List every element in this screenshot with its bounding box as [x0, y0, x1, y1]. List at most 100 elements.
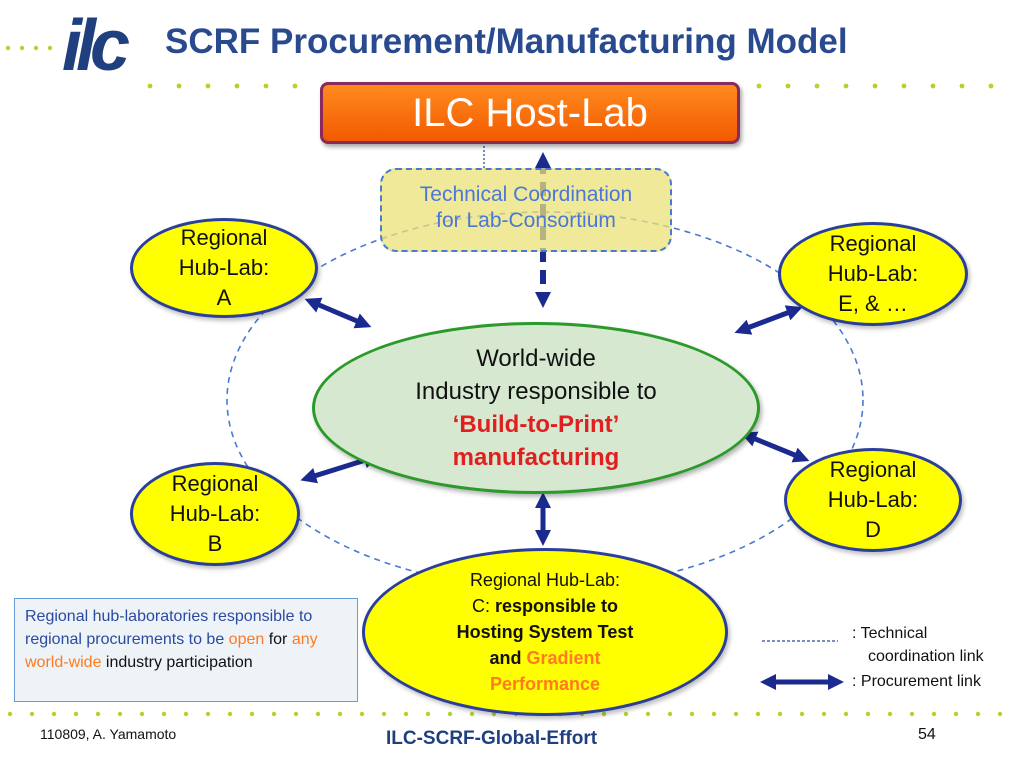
hub-b-line-2: Hub-Lab: — [169, 501, 261, 526]
dot — [293, 711, 299, 717]
dot — [403, 711, 409, 717]
dot — [7, 711, 13, 717]
hub-d-line-1: Regional — [829, 457, 917, 482]
hub-lab-c: Regional Hub-Lab: C: responsible to Host… — [362, 548, 728, 716]
dot — [147, 83, 153, 89]
arrow-a — [304, 297, 372, 329]
note-open: open — [228, 631, 265, 648]
note-part-2: for — [264, 631, 292, 648]
dot — [988, 83, 994, 89]
note-world-wide: world-wide — [25, 654, 102, 671]
dot — [959, 83, 965, 89]
dot — [29, 711, 35, 717]
dot — [117, 711, 123, 717]
hub-e-line-2: Hub-Lab: — [827, 261, 919, 286]
dot — [263, 83, 269, 89]
dot — [205, 711, 211, 717]
slide-title: SCRF Procurement/Manufacturing Model — [165, 22, 848, 61]
technical-coordination-box: Technical Coordination for Lab-Consortiu… — [380, 168, 672, 252]
hub-d-line-2: Hub-Lab: — [827, 487, 919, 512]
dot — [667, 711, 673, 717]
dot — [315, 711, 321, 717]
center-line-4: manufacturing — [452, 444, 620, 471]
dot — [689, 711, 695, 717]
dot — [931, 711, 937, 717]
dot — [865, 711, 871, 717]
dot — [785, 83, 791, 89]
hub-b-line-3: B — [207, 531, 223, 556]
hub-lab-b: Regional Hub-Lab: B — [130, 462, 300, 566]
hub-lab-a: Regional Hub-Lab: A — [130, 218, 318, 318]
dot — [234, 83, 240, 89]
dot — [623, 711, 629, 717]
dot — [161, 711, 167, 717]
ilc-host-lab-box: ILC Host-Lab — [320, 82, 740, 144]
dot — [814, 83, 820, 89]
dot — [381, 711, 387, 717]
hub-c-line-3: Hosting System Test — [456, 622, 634, 642]
dot — [139, 711, 145, 717]
hub-c-gradient: Gradient — [526, 648, 601, 668]
hub-c-and: and — [489, 648, 527, 668]
ilc-logo: ilc — [62, 6, 130, 86]
hub-a-line-1: Regional — [180, 225, 268, 250]
dot — [337, 711, 343, 717]
dot — [227, 711, 233, 717]
dot — [359, 711, 365, 717]
dot — [51, 711, 57, 717]
dot — [205, 83, 211, 89]
dot — [176, 83, 182, 89]
hub-a-line-3: A — [216, 285, 232, 310]
hub-c-responsible: responsible to — [494, 596, 619, 616]
legend-procurement-label: : Procurement link — [852, 673, 981, 690]
dot — [601, 711, 607, 717]
footer-center-title: ILC-SCRF-Global-Effort — [386, 728, 598, 749]
hub-a-line-2: Hub-Lab: — [178, 255, 270, 280]
dot — [843, 711, 849, 717]
tc-line-1: Technical Coordination — [419, 183, 633, 206]
legend-technical-label-2: coordination link — [868, 648, 984, 665]
hub-lab-e: Regional Hub-Lab: E, & … — [778, 222, 968, 326]
hub-c-line-5: Performance — [489, 674, 601, 694]
center-line-3: ‘Build-to-Print’ — [452, 411, 620, 438]
world-wide-industry-ellipse: World-wide Industry responsible to ‘Buil… — [312, 322, 760, 494]
dot — [901, 83, 907, 89]
hub-c-line-1: Regional Hub-Lab: — [469, 570, 621, 590]
dot — [799, 711, 805, 717]
dot — [183, 711, 189, 717]
footer-author-date: 110809, A. Yamamoto — [40, 726, 177, 742]
dot — [711, 711, 717, 717]
dot — [756, 83, 762, 89]
arrow-e — [734, 305, 803, 335]
legend-technical-label-1: : Technical — [852, 625, 928, 642]
dot — [887, 711, 893, 717]
tc-line-2: for Lab-Consortium — [436, 209, 616, 232]
page-number: 54 — [918, 726, 936, 743]
hub-d-line-3: D — [865, 517, 881, 542]
dot — [469, 711, 475, 717]
center-line-2: Industry responsible to — [415, 378, 657, 405]
dot — [843, 83, 849, 89]
dot — [425, 711, 431, 717]
hub-b-line-1: Regional — [171, 471, 259, 496]
dot — [292, 83, 298, 89]
dot — [872, 83, 878, 89]
dot — [997, 711, 1003, 717]
hub-e-line-1: Regional — [829, 231, 917, 256]
hub-c-line-2: C: responsible to — [472, 593, 618, 619]
dot — [271, 711, 277, 717]
arrow-d — [740, 431, 810, 463]
dot — [755, 711, 761, 717]
regional-note-box: Regional hub-laboratories responsible to… — [14, 598, 358, 702]
hub-lab-d: Regional Hub-Lab: D — [784, 448, 962, 552]
hub-c-line-4: and Gradient — [489, 645, 600, 671]
dot — [975, 711, 981, 717]
dot — [953, 711, 959, 717]
hub-e-line-3: E, & … — [838, 291, 908, 316]
header-dotted-line — [5, 45, 53, 51]
dot — [645, 711, 651, 717]
dot — [95, 711, 101, 717]
note-any: any — [291, 631, 318, 648]
footer-dotted-line — [7, 711, 1003, 717]
note-part-1: Regional hub-laboratories responsible to… — [25, 608, 313, 648]
